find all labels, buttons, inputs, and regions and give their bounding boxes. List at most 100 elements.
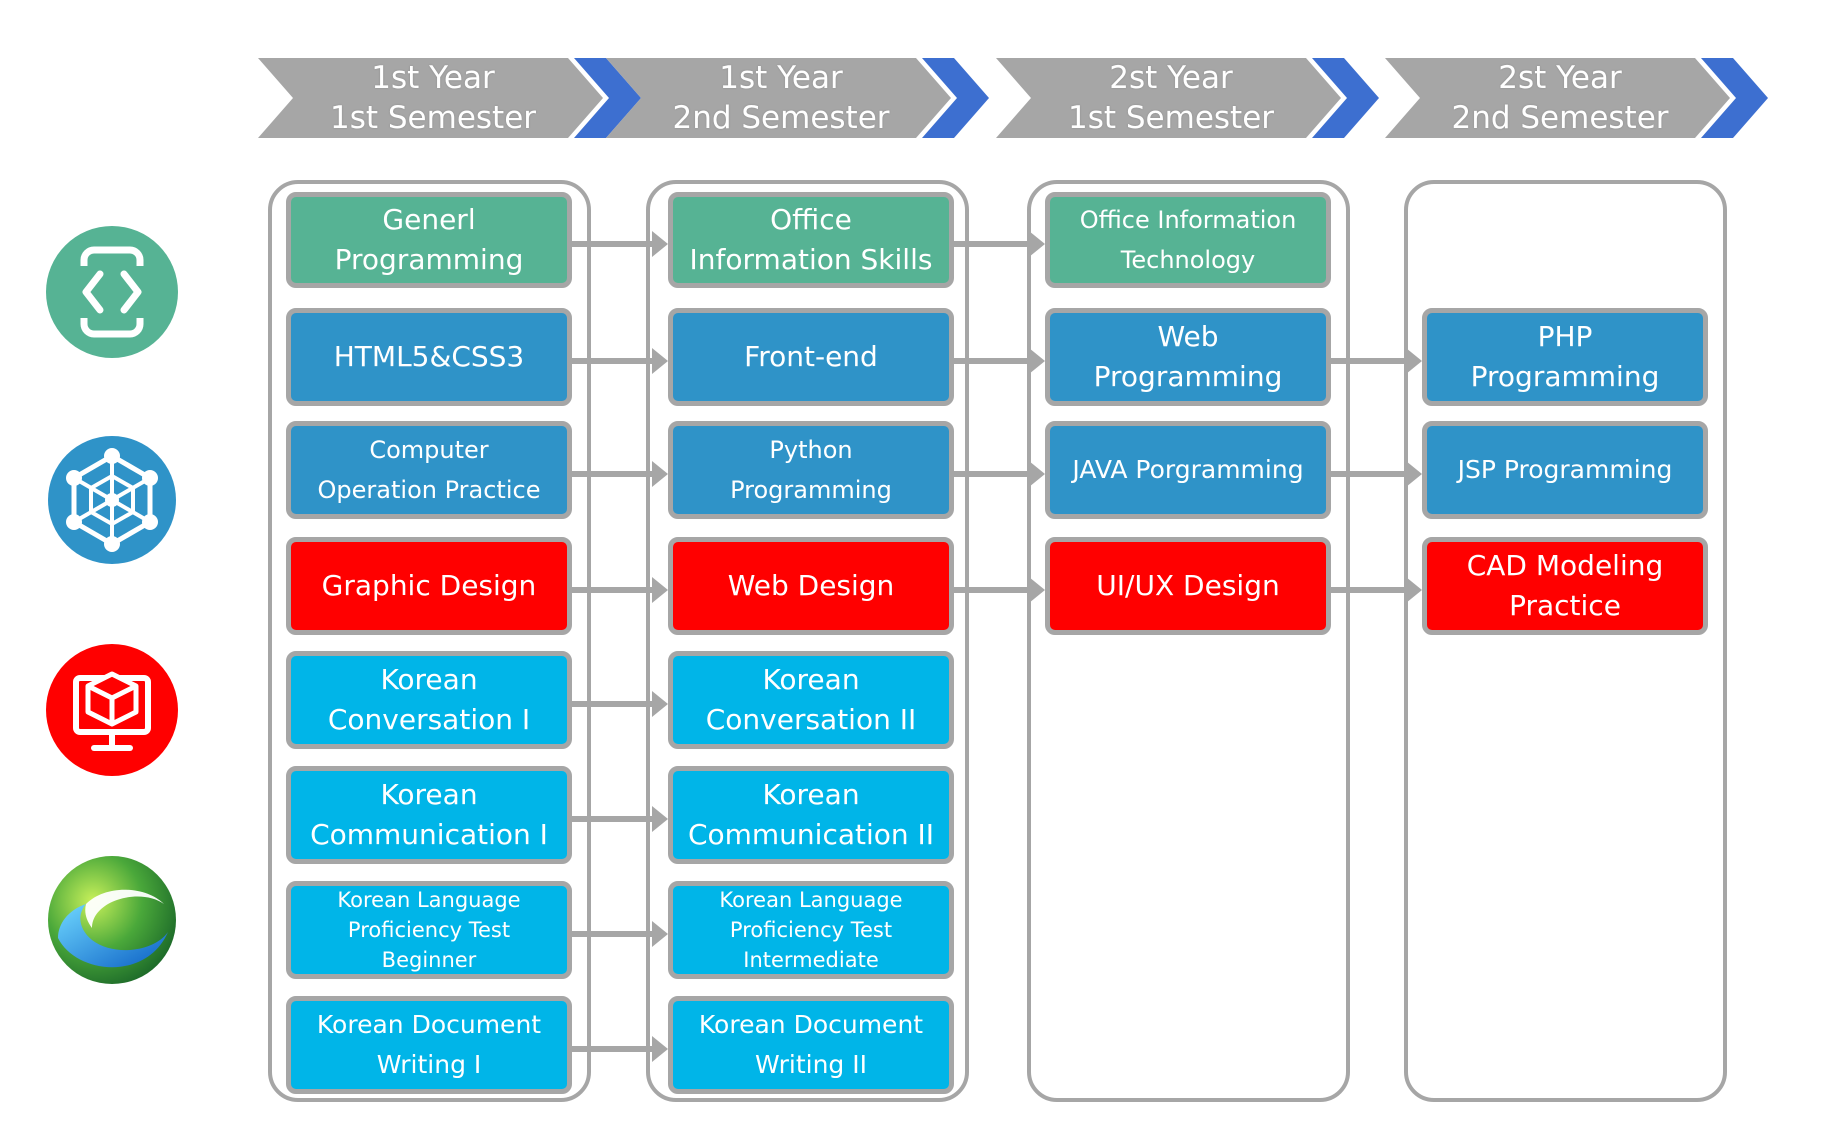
course-title-line: Beginner [381,948,477,972]
semester-year: 1st Year [371,60,495,96]
course-title-line: Communication II [687,818,935,851]
course-title-line: Web Design [727,569,895,602]
course-title-line: Generl [382,203,476,236]
course-title-line: Graphic Design [321,569,537,602]
network-molecule-icon [48,436,176,564]
course-title-line: UI/UX Design [1096,569,1280,602]
arrow-connector [954,461,1045,487]
arrow-connector [572,806,668,832]
semester-header-3: 2st Year 1st Semester [996,58,1381,138]
course-box: JAVA Porgramming [1045,421,1331,519]
course-box: Web Design [668,537,954,635]
arrow-connector [572,691,668,717]
course-title-line: Intermediate [743,948,879,972]
semester-term: 2nd Semester [672,100,890,136]
arrow-connector [954,577,1045,603]
course-title-line: Office Information [1079,206,1297,234]
course-title-line: Information Skills [689,243,933,276]
chevron-banner [996,58,1379,138]
course-title-line: Programming [1470,360,1660,393]
course-title-line: Korean [380,663,478,696]
course-title-line: CAD Modeling [1466,549,1664,582]
semester-year: 2st Year [1498,60,1622,96]
semester-term: 2nd Semester [1451,100,1669,136]
chevron-banner [258,58,641,138]
course-box: Front-end [668,308,954,406]
semester-label: 2st Year 2nd Semester [1415,58,1705,138]
course-title-line: Proficiency Test [347,918,511,942]
course-title-line: Practice [1509,589,1621,622]
course-title-line: Front-end [744,340,878,373]
semester-label: 2st Year 1st Semester [1026,58,1316,138]
code-mobile-icon [46,226,178,358]
course-title-line: Conversation I [327,703,531,736]
course-title-line: HTML5&CSS3 [333,340,525,373]
course-title-line: Korean [762,663,860,696]
course-title-line: Computer [369,436,489,464]
semester-year: 2st Year [1109,60,1233,96]
arrow-connector [572,348,668,374]
course-title-line: JAVA Porgramming [1072,455,1304,484]
course-title-line: Korean Document [316,1010,542,1039]
course-title-line: Technology [1120,246,1256,274]
course-box: HTML5&CSS3 [286,308,572,406]
course-title-line: Web [1157,320,1219,353]
arrow-connector [954,231,1045,257]
course-title-line: Programming [1093,360,1283,393]
course-box: JSP Programming [1422,421,1708,519]
arrow-connector [1331,348,1422,374]
chevron-banner [1385,58,1768,138]
course-box: PHP Programming [1422,308,1708,406]
globe-swirl-icon [48,856,176,984]
semester-header-1: 1st Year 1st Semester [258,58,643,138]
semester-label: 1st Year 1st Semester [288,58,578,138]
semester-term: 1st Semester [329,100,537,136]
course-title-line: Korean Language [337,888,521,912]
course-title-line: Proficiency Test [729,918,893,942]
course-title-line: Korean [380,778,478,811]
semester-label: 1st Year 2nd Semester [636,58,926,138]
arrow-connector [1331,461,1422,487]
course-title-line: Korean Document [698,1010,924,1039]
arrow-connector [572,921,668,947]
arrow-connector [572,231,668,257]
course-title-line: Python [769,436,853,464]
course-title-line: JSP Programming [1457,455,1673,484]
course-title-line: Programming [730,476,892,504]
chevron-banner [606,58,989,138]
course-title-line: Communication I [310,818,548,851]
arrow-connector [572,461,668,487]
course-title-line: Korean [762,778,860,811]
arrow-connector [572,1036,668,1062]
semester-header-2: 1st Year 2nd Semester [606,58,991,138]
course-title-line: PHP [1537,320,1593,353]
semester-year: 1st Year [719,60,843,96]
course-title-line: Writing II [755,1050,867,1079]
semester-term: 1st Semester [1067,100,1275,136]
course-title-line: Operation Practice [317,476,541,504]
course-box: Graphic Design [286,537,572,635]
arrow-connector [572,577,668,603]
course-title-line: Conversation II [705,703,917,736]
course-title-line: Office [770,203,852,236]
course-title-line: Korean Language [719,888,903,912]
3d-box-monitor-icon [46,644,178,776]
arrow-connector [954,348,1045,374]
